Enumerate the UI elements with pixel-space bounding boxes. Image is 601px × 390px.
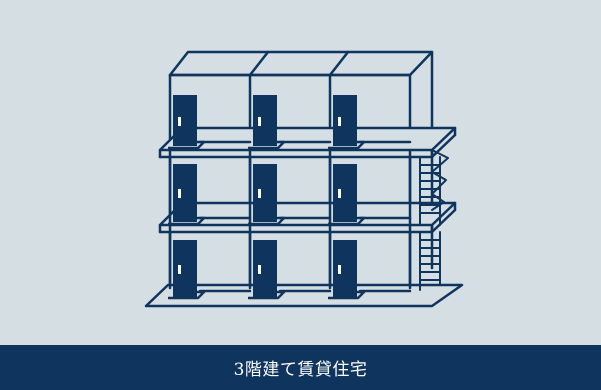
illustration-panel — [0, 0, 601, 345]
door-icon — [333, 95, 357, 146]
exterior-staircase — [419, 149, 449, 291]
door-icon — [333, 164, 357, 222]
door-icon — [253, 240, 277, 298]
door-icon — [333, 240, 357, 298]
roof — [168, 50, 434, 77]
door-handles — [178, 117, 341, 274]
door-icon — [173, 95, 197, 146]
door-icon — [173, 164, 197, 222]
three-story-apartment-building-icon — [144, 50, 464, 308]
floor-slab-upper — [158, 126, 457, 159]
door-icon — [173, 240, 197, 298]
caption-bar: 3階建て賃貸住宅 — [0, 345, 601, 390]
caption-label: 3階建て賃貸住宅 — [233, 360, 368, 380]
door-icon — [253, 164, 277, 222]
door-icon — [253, 95, 277, 146]
doors — [173, 95, 357, 298]
